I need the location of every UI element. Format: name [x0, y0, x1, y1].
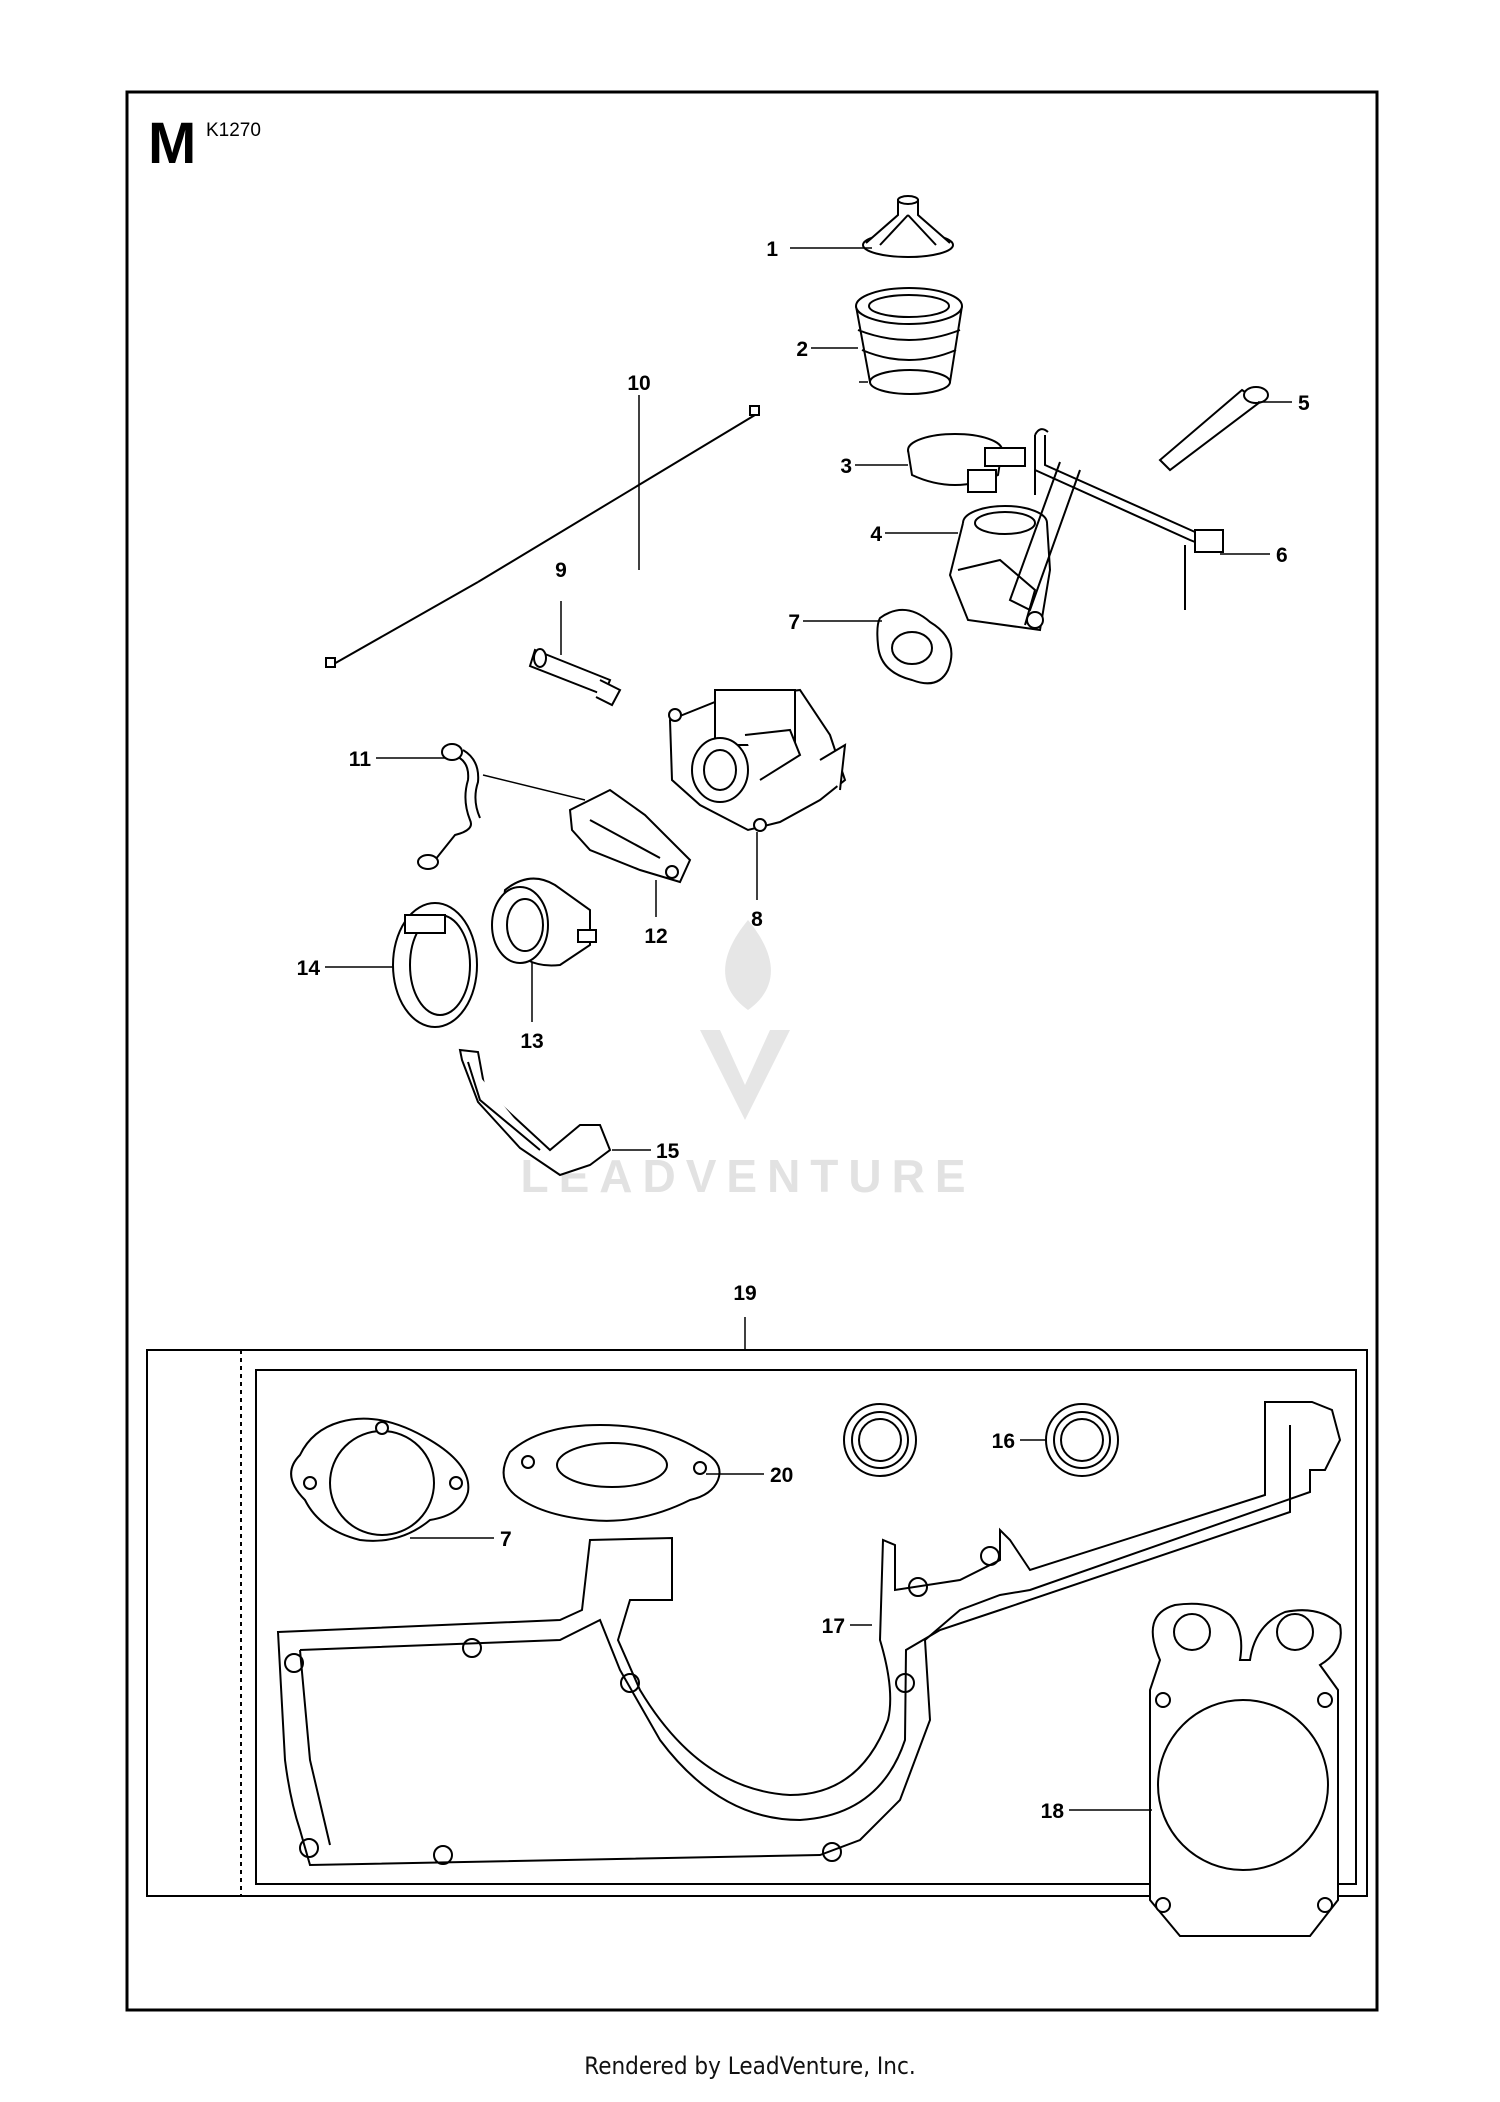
part-8-drawing	[668, 688, 847, 832]
callout-4: 4	[870, 523, 882, 546]
part-14-drawing	[392, 902, 478, 1028]
watermark-logo	[700, 920, 790, 1120]
part-9-drawing	[528, 648, 622, 707]
callout-9: 9	[555, 559, 567, 582]
callout-8: 8	[751, 908, 763, 931]
kit-callout-leaders	[410, 1439, 1152, 1811]
callout-12: 12	[644, 925, 667, 948]
callout-labels: 1 2 3 4 5 6 7 8 9 10 11 12 13 14 15	[297, 238, 1310, 1163]
part-12-drawing	[482, 774, 692, 884]
callout-1: 1	[766, 238, 778, 261]
callout-5: 5	[1298, 392, 1310, 415]
part-5-drawing	[1158, 386, 1269, 472]
kit-callout-17: 17	[822, 1615, 845, 1638]
callout-13: 13	[520, 1030, 543, 1053]
footer-credit: Rendered by LeadVenture, Inc.	[584, 2052, 916, 2080]
gasket-kit-box	[146, 1317, 1368, 1897]
part-3-drawing	[907, 433, 1026, 493]
section-letter: M	[148, 111, 196, 176]
kit-part-18-drawing	[1149, 1602, 1342, 1937]
kit-seal-left-drawing	[843, 1403, 917, 1477]
kit-callout-20: 20	[770, 1464, 793, 1487]
kit-callout-18: 18	[1041, 1800, 1065, 1823]
part-7-drawing	[876, 609, 953, 685]
callout-6: 6	[1276, 544, 1288, 567]
callout-14: 14	[297, 957, 321, 980]
kit-callout-7: 7	[500, 1528, 512, 1551]
part-4-drawing	[948, 505, 1052, 632]
diagram-code: K1270	[206, 120, 261, 141]
part-6-drawing	[1008, 428, 1224, 612]
part-1-drawing	[862, 195, 954, 258]
kit-part-20-drawing	[502, 1423, 721, 1522]
kit-callout-16: 16	[992, 1430, 1015, 1453]
kit-part-16-drawing	[1045, 1403, 1119, 1477]
part-13-drawing	[491, 877, 597, 967]
part-2-drawing	[855, 287, 963, 395]
diagram-border	[125, 90, 1379, 2012]
kit-part-7-drawing	[290, 1417, 470, 1542]
part-15-drawing	[458, 1048, 612, 1177]
callout-15: 15	[656, 1140, 680, 1163]
kit-callout-labels: 7 20 16 17 18	[500, 1430, 1064, 1823]
callout-3: 3	[840, 455, 852, 478]
callout-10: 10	[627, 372, 650, 395]
kit-part-17-drawing	[276, 1401, 1342, 1867]
callout-2: 2	[796, 338, 808, 361]
callout-11: 11	[349, 748, 372, 771]
callout-7-top: 7	[788, 611, 800, 634]
callout-leaders	[325, 247, 1292, 1151]
callout-19: 19	[733, 1282, 756, 1305]
part-11-drawing	[417, 743, 481, 870]
part-10-drawing	[325, 405, 760, 668]
